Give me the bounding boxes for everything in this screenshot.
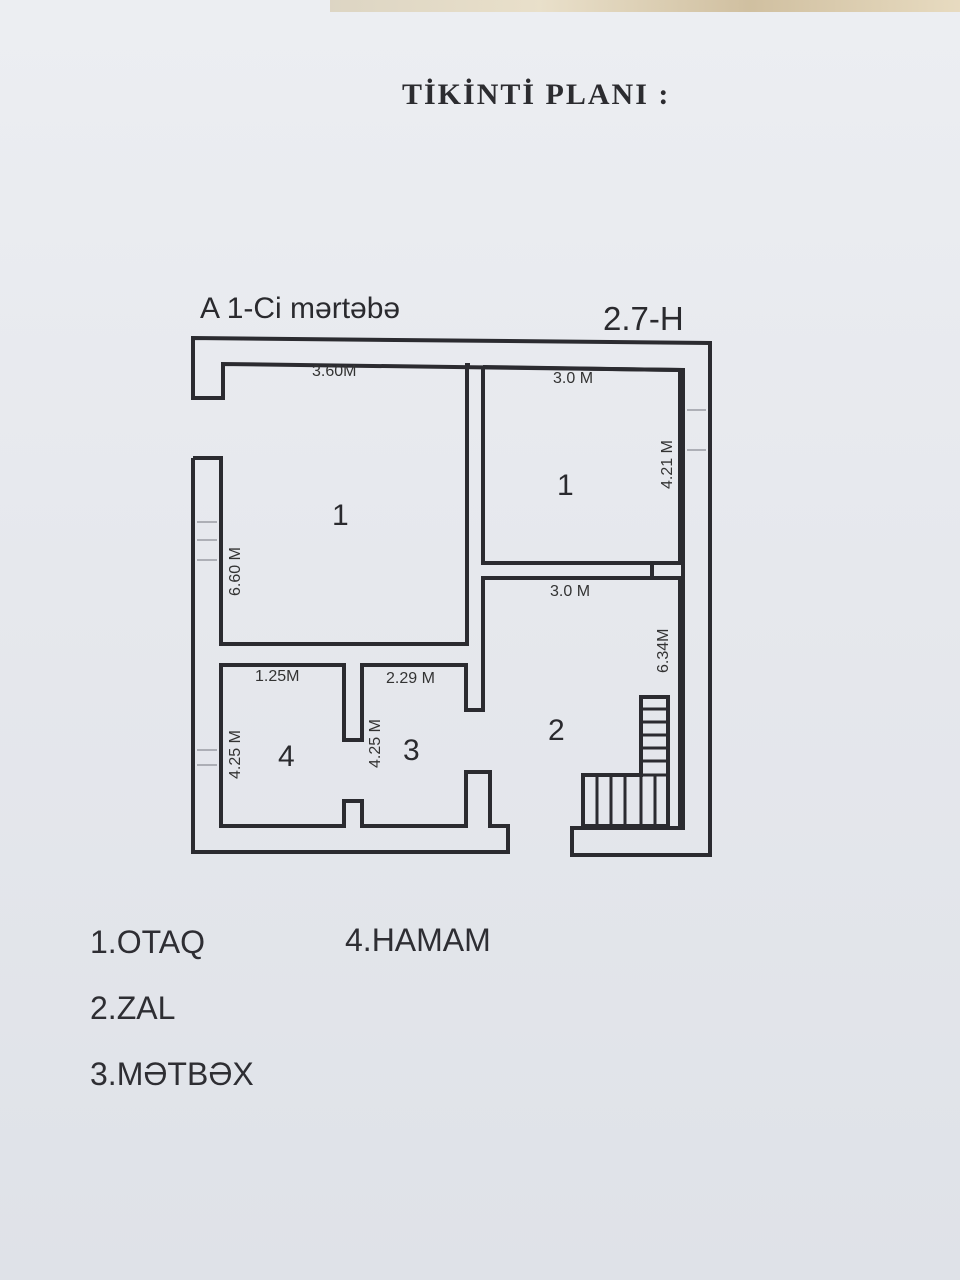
legend-item-metbex: 3.MƏTBƏX [90,1056,254,1092]
room-number-right: 1 [557,469,574,502]
dim-kitchen-top: 2.29 M [386,670,435,687]
dim-left-room-top: 3.60M [312,363,356,380]
outer-wall-left-lower [191,367,654,854]
room-number-kitchen: 3 [403,734,420,767]
dim-hall-side: 6.34M [655,629,672,673]
outer-wall-left [193,363,470,646]
page-title: TİKİNTİ PLANI : [402,78,671,111]
dim-bath-top: 1.25M [255,668,299,685]
dim-bath-side: 4.25 M [227,730,244,779]
dim-kitchen-side: 4.25 M [367,719,384,768]
room-number-hall: 2 [548,714,565,747]
hall-wall-right [652,576,682,828]
dim-right-room-bottom: 3.0 M [550,583,590,600]
legend-item-otaq: 1.OTAQ [90,924,205,960]
window-marks [197,409,706,766]
legend-item-zal: 2.ZAL [90,990,176,1026]
floor-label: A 1-Ci mərtəbə [200,292,401,325]
legend-item-hamam: 4.HAMAM [345,922,491,958]
stair-steps [595,707,668,826]
dim-right-room-top: 3.0 M [553,370,593,387]
dim-right-room-side: 4.21 M [659,440,676,489]
room-number-left: 1 [332,499,349,532]
outer-wall-top [191,335,712,857]
ceiling-height-label: 2.7-H [603,300,684,337]
table-edge-decoration [330,0,960,12]
right-room-wall [482,365,682,565]
room-number-bath: 4 [278,740,295,773]
dim-left-room-side: 6.60 M [227,547,244,596]
